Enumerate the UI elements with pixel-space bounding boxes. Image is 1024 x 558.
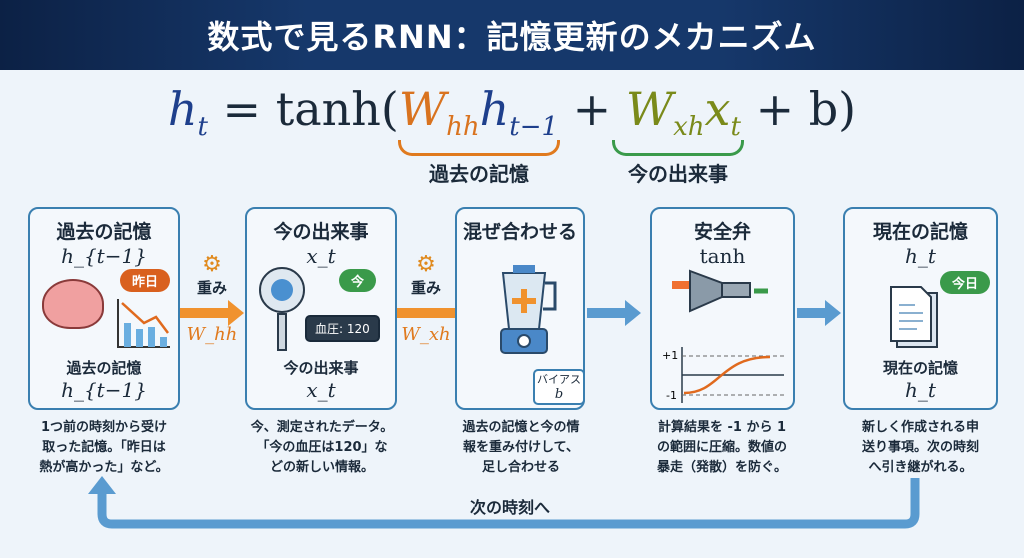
box-safety-valve: 安全弁 tanh +1 -1 [650, 207, 795, 410]
eq-w1-sub: hh [446, 112, 480, 143]
weight-math: W_hh [186, 324, 238, 345]
box-math: h_{t−1} [61, 244, 147, 268]
weight-label: 重み [410, 279, 441, 297]
eq-h: h [167, 82, 198, 136]
bias-box: バイアス b [533, 369, 585, 405]
box-title: 過去の記憶 [56, 221, 152, 243]
box-title: 安全弁 [693, 221, 751, 243]
desc-line: どの新しい情報。 [269, 460, 374, 475]
eq-h1-sub: t−1 [509, 112, 559, 143]
loop-label: 次の時刻へ [469, 498, 550, 517]
box-math: tanh [699, 244, 746, 268]
desc-line: 今、測定されたデータ。 [250, 420, 394, 435]
desc-line: へ引き継がれる。 [868, 460, 973, 475]
rnn-equation: ht = tanh(Whhht−1 + Wxhxt + b) [0, 82, 1024, 142]
page-title: 数式で見るRNN：記憶更新のメカニズム [207, 18, 817, 56]
desc-line: 「今の血圧は120」な [256, 440, 388, 455]
box-title: 現在の記憶 [872, 221, 968, 243]
box-caption: 現在の記憶 [882, 359, 958, 377]
desc-line: の範囲に圧縮。数値の [656, 440, 787, 455]
eq-x: x [704, 82, 731, 136]
blood-pressure-display: 血圧: 120 [305, 315, 380, 342]
box-caption: 今の出来事 [283, 359, 359, 377]
loop-arrow [88, 476, 920, 529]
box-math: h_t [905, 244, 936, 268]
arrow-whh [180, 300, 244, 326]
arrow-to-tanh [587, 300, 641, 326]
desc-line: 過去の記憶と今の情 [462, 420, 580, 435]
sensor-icon [259, 267, 305, 313]
desc-tanh: 計算結果を -1 から 1 の範囲に圧縮。数値の暴走（発散）を防ぐ。 [636, 418, 808, 478]
desc-current: 新しく作成される申送り事項。次の時刻へ引き継がれる。 [838, 418, 1003, 478]
eq-x-sub: t [730, 112, 741, 143]
eq-h1: h [479, 82, 510, 136]
box-mix: 混ぜ合わせる バイアス b [455, 207, 585, 410]
eq-w1: W [398, 82, 447, 136]
bias-label: バイアス [537, 373, 581, 386]
desc-now: 今、測定されたデータ。「今の血圧は120」などの新しい情報。 [232, 418, 412, 478]
desc-line: 足し合わせる [481, 460, 560, 475]
now-brace [612, 140, 744, 156]
past-brace [398, 140, 560, 156]
declining-chart-icon [117, 299, 170, 348]
box-current-event: 今の出来事 x_t 今 血圧: 120 今の出来事 x_t [245, 207, 397, 410]
svg-text:-1: -1 [666, 389, 677, 402]
yesterday-badge: 昨日 [120, 269, 171, 292]
gear-icon: ⚙ [416, 252, 436, 277]
desc-past: 1つ前の時刻から受け取った記憶。「昨日は熱が高かった」など。 [24, 418, 184, 478]
eq-plus: + [558, 82, 626, 136]
desc-line: 送り事項。次の時刻 [861, 440, 979, 455]
box-title: 混ぜ合わせる [462, 221, 577, 243]
now-badge: 今 [339, 269, 377, 292]
tanh-curve-chart: +1 -1 [662, 347, 784, 403]
box-caption-math: h_t [905, 378, 936, 402]
gear-icon: ⚙ [202, 252, 222, 277]
brain-icon [42, 279, 104, 329]
funnel-icon [672, 269, 768, 313]
desc-line: 暴走（発散）を防ぐ。 [656, 460, 787, 475]
svg-text:+1: +1 [662, 349, 678, 362]
arrow-to-current [797, 300, 841, 326]
desc-line: 報を重み付けして、 [463, 440, 579, 455]
bias-math: b [554, 387, 564, 402]
eq-w2-sub: xh [673, 112, 705, 143]
box-math: x_t [306, 244, 336, 268]
desc-line: 新しく作成される申 [861, 420, 979, 435]
blender-icon [500, 265, 557, 354]
box-caption-math: h_{t−1} [61, 378, 147, 402]
weight-math: W_xh [401, 324, 451, 345]
desc-line: 計算結果を -1 から 1 [657, 420, 787, 435]
document-icon [890, 286, 938, 348]
title-bar: 数式で見るRNN：記憶更新のメカニズム [0, 0, 1024, 70]
eq-tail: + b) [740, 82, 857, 136]
sensor-handle [277, 313, 287, 351]
box-caption: 過去の記憶 [66, 359, 142, 377]
label-past: 過去の記憶 [429, 162, 529, 186]
desc-line: 取った記憶。「昨日は [42, 440, 166, 455]
box-caption-math: x_t [306, 378, 336, 402]
weight-label: 重み [196, 279, 227, 297]
desc-line: 熱が高かった」など。 [39, 460, 169, 475]
box-title: 今の出来事 [273, 221, 369, 243]
box-current-memory: 現在の記憶 h_t 今日 現在の記憶 h_t [843, 207, 998, 410]
weight-whh: ⚙ 重み W_hh [182, 252, 242, 345]
eq-tanh: = tanh( [207, 82, 399, 136]
desc-mix: 過去の記憶と今の情報を重み付けして、足し合わせる [446, 418, 596, 478]
eq-w2: W [625, 82, 674, 136]
box-past-memory: 過去の記憶 h_{t−1} 昨日 過去の記憶 h_{t−1} [28, 207, 180, 410]
label-now: 今の出来事 [628, 162, 728, 186]
today-badge: 今日 [940, 271, 991, 294]
weight-wxh: ⚙ 重み W_xh [396, 252, 456, 345]
eq-h-sub: t [197, 112, 208, 143]
desc-line: 1つ前の時刻から受け [40, 420, 168, 435]
